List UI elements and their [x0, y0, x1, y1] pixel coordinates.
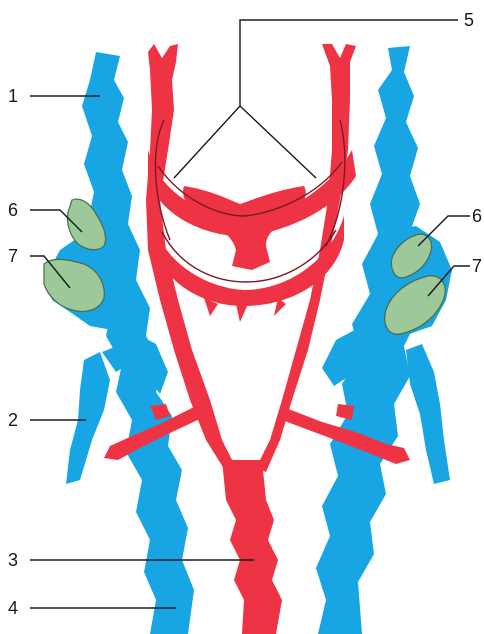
label-5: 5 — [464, 10, 474, 30]
label-1: 1 — [8, 86, 18, 106]
label-7-right: 7 — [472, 256, 482, 276]
central-arterial-trunk — [222, 460, 282, 634]
right-vein-branch — [406, 344, 450, 484]
label-6-left: 6 — [8, 200, 18, 220]
label-4: 4 — [8, 598, 18, 618]
label-7-left: 7 — [8, 246, 18, 266]
label-3: 3 — [8, 550, 18, 570]
left-vein-network — [46, 52, 194, 634]
right-small-branch — [336, 404, 354, 420]
left-vein-branch — [66, 352, 110, 484]
label-6-right: 6 — [472, 206, 482, 226]
label-2: 2 — [8, 410, 18, 430]
